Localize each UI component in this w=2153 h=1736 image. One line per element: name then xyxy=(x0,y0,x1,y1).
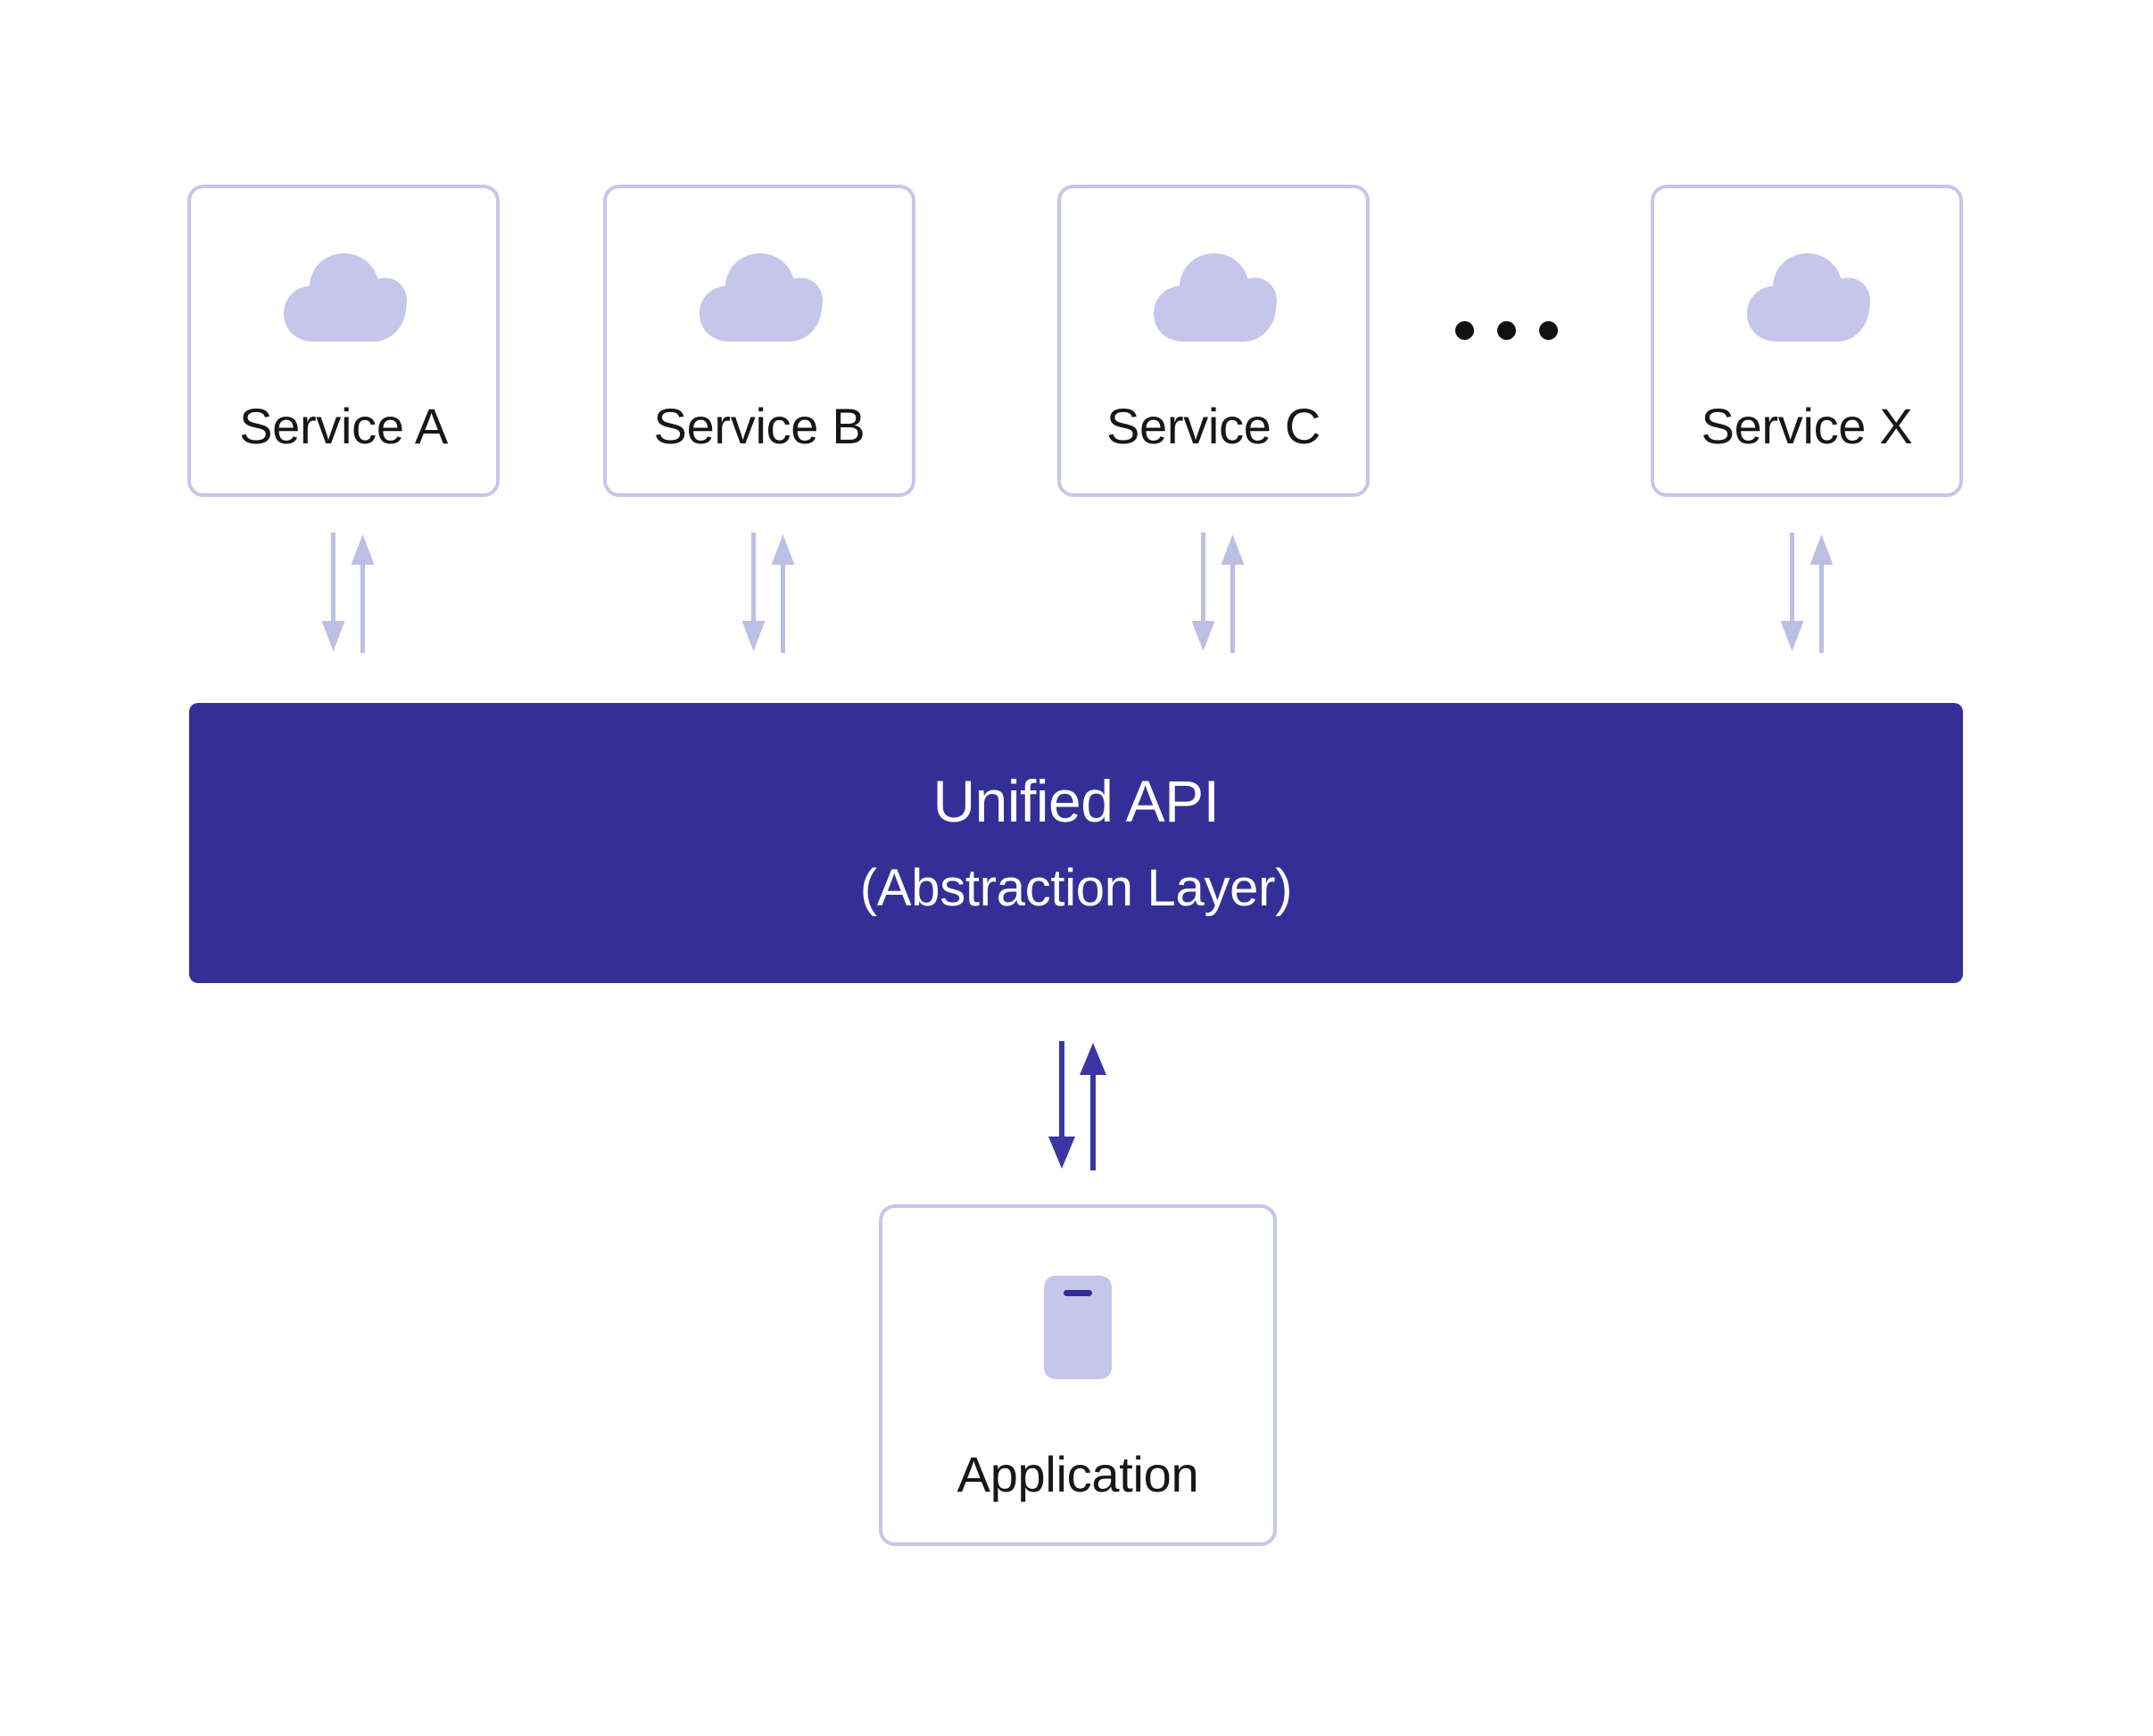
application-card[interactable]: Application xyxy=(879,1204,1277,1546)
cloud-icon xyxy=(1147,249,1280,351)
cloud-icon xyxy=(1740,249,1874,351)
unified-api-subtitle: (Abstraction Layer) xyxy=(859,859,1293,917)
service-card-a[interactable]: Service A xyxy=(187,185,500,497)
service-card-x[interactable]: Service X xyxy=(1651,185,1963,497)
connector-service-b xyxy=(737,533,799,657)
unified-api-bar[interactable]: Unified API (Abstraction Layer) xyxy=(189,703,1963,983)
more-services-ellipsis xyxy=(1455,321,1558,340)
service-card-label: Service B xyxy=(653,398,865,454)
service-card-label: Service A xyxy=(239,398,448,454)
service-card-label: Service X xyxy=(1701,398,1913,454)
ellipsis-dot xyxy=(1539,321,1558,340)
service-card-label: Service C xyxy=(1105,398,1321,454)
unified-api-title: Unified API xyxy=(932,768,1220,834)
connector-service-x xyxy=(1776,533,1838,657)
connector-service-a xyxy=(317,533,379,657)
connector-application xyxy=(1046,1041,1108,1175)
cloud-icon xyxy=(277,249,410,351)
ellipsis-dot xyxy=(1497,321,1516,340)
service-card-b[interactable]: Service B xyxy=(603,185,915,497)
cloud-icon xyxy=(692,249,826,351)
application-card-label: Application xyxy=(956,1446,1199,1502)
connector-service-c xyxy=(1187,533,1249,657)
service-card-c[interactable]: Service C xyxy=(1057,185,1370,497)
ellipsis-dot xyxy=(1455,321,1474,340)
mobile-device-icon xyxy=(1044,1276,1112,1384)
